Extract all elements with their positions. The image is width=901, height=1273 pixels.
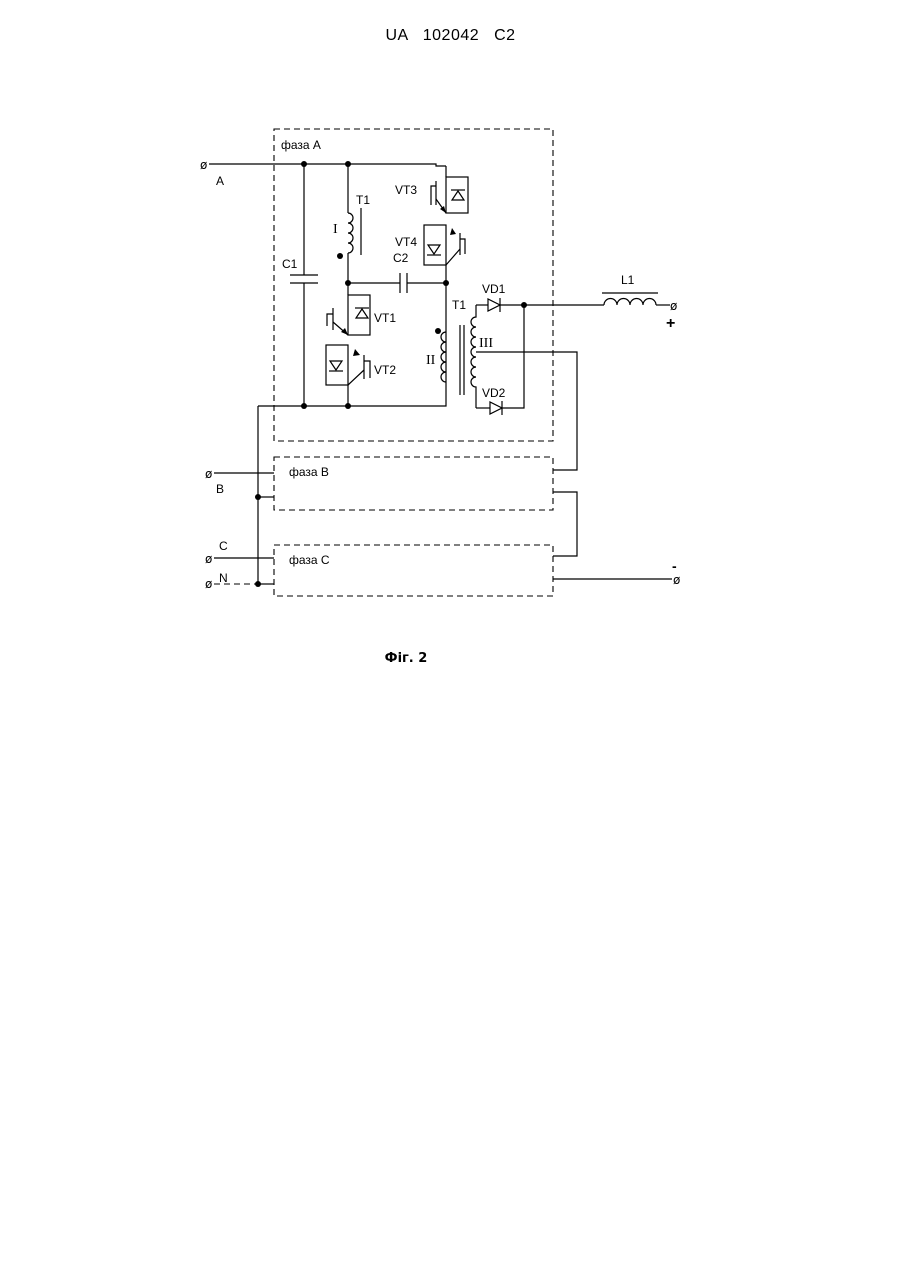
junction-dot xyxy=(345,161,351,167)
transformer-winding-1 xyxy=(348,213,353,253)
diode-vt4 xyxy=(428,245,440,254)
phase-a-block xyxy=(274,129,553,441)
phase-b-label: фаза В xyxy=(289,465,329,479)
c2-label: C2 xyxy=(393,251,409,265)
figure-caption: Фіг. 2 xyxy=(0,651,812,666)
igbt-vt1-gate xyxy=(327,314,333,326)
t1-secondary-label: T1 xyxy=(452,298,466,312)
junction-dot xyxy=(521,302,527,308)
igbt-vt4-emitter xyxy=(446,249,460,265)
winding-2-label: II xyxy=(426,353,436,368)
diode-vd2 xyxy=(490,402,502,414)
wire-bottom-bus xyxy=(258,283,446,406)
phase-c-label: фаза С xyxy=(289,553,330,567)
igbt-vt3-arrow xyxy=(440,206,446,213)
vd1-label: VD1 xyxy=(482,282,506,296)
t1-primary-label: T1 xyxy=(356,193,370,207)
winding-1-label: I xyxy=(333,222,338,237)
vt1-label: VT1 xyxy=(374,311,396,325)
phase-a-label: фаза А xyxy=(281,138,321,152)
wire-b-to-c xyxy=(553,492,577,556)
terminal-b-symbol: ø xyxy=(205,467,212,481)
terminal-n-symbol: ø xyxy=(205,577,212,591)
winding-3-label: III xyxy=(479,336,493,351)
terminal-plus-symbol: ø xyxy=(670,299,677,313)
output-minus-label: - xyxy=(672,558,677,574)
vt2-label: VT2 xyxy=(374,363,396,377)
terminal-c-symbol: ø xyxy=(205,552,212,566)
wire-center-tap xyxy=(476,352,577,470)
terminal-a-symbol: ø xyxy=(200,158,207,172)
junction-dot xyxy=(255,581,261,587)
input-c-label: C xyxy=(219,539,228,553)
vt4-label: VT4 xyxy=(395,235,417,249)
igbt-vt2-arrow xyxy=(353,349,360,356)
diode-vt1 xyxy=(356,309,368,318)
junction-dot xyxy=(255,494,261,500)
polarity-dot xyxy=(337,253,343,259)
transformer-winding-3 xyxy=(471,305,476,408)
igbt-vt3-gate xyxy=(431,186,436,205)
junction-dot xyxy=(345,403,351,409)
c1-label: C1 xyxy=(282,257,298,271)
igbt-vt2-emitter xyxy=(348,370,364,385)
igbt-vt4-gate xyxy=(460,239,465,254)
transistor-vt2-body xyxy=(326,345,348,385)
polarity-dot xyxy=(435,328,441,334)
junction-dot xyxy=(301,161,307,167)
diode-vt3 xyxy=(452,191,464,200)
diode-vd1 xyxy=(488,299,500,311)
l1-label: L1 xyxy=(621,273,635,287)
transformer-winding-2 xyxy=(441,332,446,382)
input-a-label: A xyxy=(216,174,224,188)
wire-a-bus xyxy=(209,164,446,166)
junction-dot xyxy=(443,280,449,286)
inductor-l1 xyxy=(604,299,656,305)
input-b-label: B xyxy=(216,482,224,496)
input-n-label: N xyxy=(219,571,228,585)
igbt-vt2-gate xyxy=(364,361,370,378)
transistor-vt3-body xyxy=(446,177,468,213)
diode-vt2 xyxy=(330,361,342,370)
output-plus-label: + xyxy=(666,315,675,332)
junction-dot xyxy=(345,280,351,286)
terminal-minus-symbol: ø xyxy=(673,573,680,587)
igbt-vt4-arrow xyxy=(450,228,456,235)
junction-dot xyxy=(301,403,307,409)
vt3-label: VT3 xyxy=(395,183,417,197)
vd2-label: VD2 xyxy=(482,386,506,400)
